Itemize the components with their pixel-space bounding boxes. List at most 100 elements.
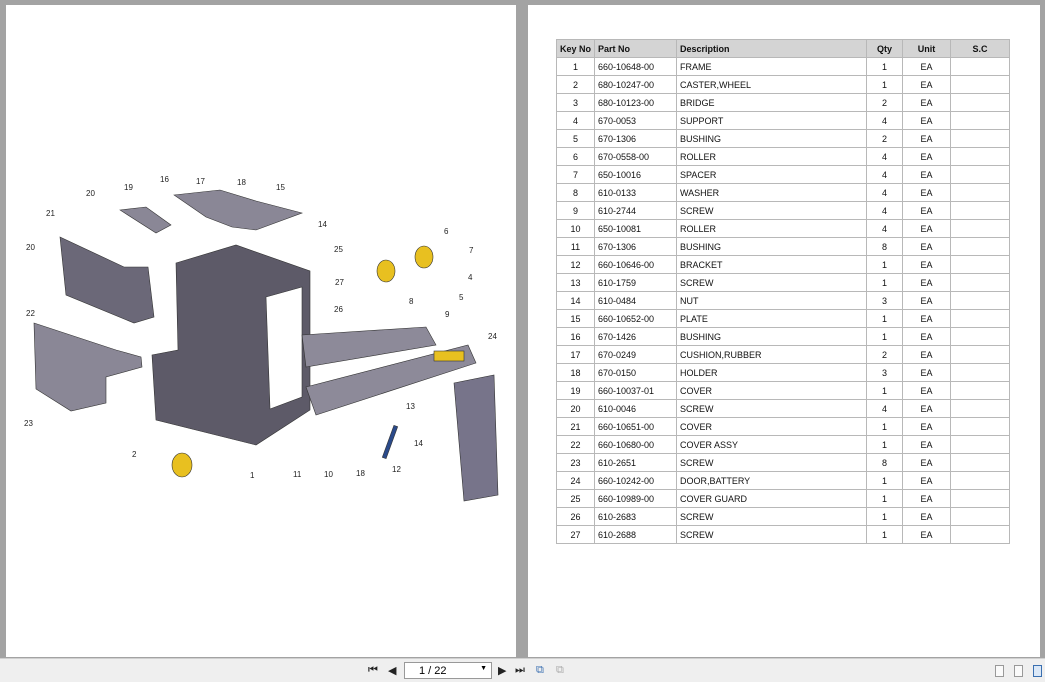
description-cell: BUSHING xyxy=(676,129,867,148)
chevron-down-icon[interactable]: ▼ xyxy=(480,665,487,672)
col-part-no: Part No xyxy=(594,39,677,58)
callout: 14 xyxy=(318,220,327,229)
sc-cell xyxy=(950,453,1010,472)
callout: 1 xyxy=(250,471,255,480)
page-number-value: 1 / 22 xyxy=(419,665,447,677)
callout: 11 xyxy=(293,470,302,479)
sc-cell xyxy=(950,291,1010,310)
key-no-cell: 11 xyxy=(556,237,595,256)
qty-cell: 3 xyxy=(866,291,903,310)
callout: 22 xyxy=(26,309,35,318)
previous-page-button[interactable]: ◀ xyxy=(388,665,397,677)
callout: 8 xyxy=(409,297,414,306)
sc-cell xyxy=(950,255,1010,274)
description-cell: SCREW xyxy=(676,201,867,220)
description-cell: SCREW xyxy=(676,273,867,292)
key-no-cell: 12 xyxy=(556,255,595,274)
qty-cell: 1 xyxy=(866,525,903,544)
key-no-cell: 17 xyxy=(556,345,595,364)
part-no-cell: 660-10652-00 xyxy=(594,309,677,328)
part-no-cell: 660-10646-00 xyxy=(594,255,677,274)
sc-cell xyxy=(950,273,1010,292)
sc-cell xyxy=(950,111,1010,130)
description-cell: NUT xyxy=(676,291,867,310)
description-cell: SCREW xyxy=(676,525,867,544)
callout: 17 xyxy=(196,177,205,186)
sc-cell xyxy=(950,201,1010,220)
key-no-cell: 3 xyxy=(556,93,595,112)
unit-cell: EA xyxy=(902,93,951,112)
qty-cell: 2 xyxy=(866,345,903,364)
description-cell: FRAME xyxy=(676,57,867,76)
sc-cell xyxy=(950,57,1010,76)
callout: 19 xyxy=(124,183,133,192)
part-no-cell: 610-2651 xyxy=(594,453,677,472)
description-cell: BRACKET xyxy=(676,255,867,274)
plate-15-part xyxy=(173,189,303,231)
callout: 26 xyxy=(334,305,343,314)
key-no-cell: 13 xyxy=(556,273,595,292)
description-cell: COVER GUARD xyxy=(676,489,867,508)
part-no-cell: 680-10123-00 xyxy=(594,93,677,112)
description-cell: HOLDER xyxy=(676,363,867,382)
callout: 23 xyxy=(24,419,33,428)
part-no-cell: 670-0558-00 xyxy=(594,147,677,166)
description-cell: SCREW xyxy=(676,399,867,418)
callout: 5 xyxy=(459,293,464,302)
parts-list-page: Key No Part No Description Qty Unit S.C … xyxy=(528,5,1040,657)
qty-cell: 4 xyxy=(866,147,903,166)
unit-cell: EA xyxy=(902,165,951,184)
rotate-icon[interactable]: ⧉ xyxy=(536,664,544,676)
col-key-no: Key No xyxy=(556,39,595,58)
callout: 16 xyxy=(160,175,169,184)
unit-cell: EA xyxy=(902,255,951,274)
description-cell: SUPPORT xyxy=(676,111,867,130)
sc-cell xyxy=(950,219,1010,238)
key-no-cell: 19 xyxy=(556,381,595,400)
qty-cell: 8 xyxy=(866,237,903,256)
callout: 25 xyxy=(334,245,343,254)
two-page-view-icon[interactable] xyxy=(1033,665,1042,677)
qty-cell: 2 xyxy=(866,129,903,148)
unit-cell: EA xyxy=(902,201,951,220)
single-page-view-icon[interactable] xyxy=(995,665,1004,677)
sc-cell xyxy=(950,309,1010,328)
first-page-button[interactable]: ⏮ xyxy=(368,664,378,676)
sc-cell xyxy=(950,525,1010,544)
unit-cell: EA xyxy=(902,111,951,130)
page-number-input[interactable]: 1 / 22 ▼ xyxy=(404,662,492,679)
exploded-parts-diagram: 20 19 16 17 18 15 21 14 20 25 6 7 27 4 2… xyxy=(24,175,499,502)
callout: 14 xyxy=(414,439,423,448)
part-no-cell: 660-10037-01 xyxy=(594,381,677,400)
unit-cell: EA xyxy=(902,327,951,346)
sc-cell xyxy=(950,507,1010,526)
battery-door-part xyxy=(453,374,499,502)
description-cell: CUSHION,RUBBER xyxy=(676,345,867,364)
copy-icon[interactable]: ⧉ xyxy=(556,664,564,676)
sc-cell xyxy=(950,75,1010,94)
callout: 12 xyxy=(392,465,401,474)
fork-upper xyxy=(301,326,437,368)
description-cell: SCREW xyxy=(676,453,867,472)
next-page-button[interactable]: ▶ xyxy=(498,665,507,677)
key-no-cell: 24 xyxy=(556,471,595,490)
last-page-button[interactable]: ⏭ xyxy=(515,664,525,676)
callout: 6 xyxy=(444,227,449,236)
unit-cell: EA xyxy=(902,183,951,202)
continuous-view-icon[interactable] xyxy=(1014,665,1023,677)
callout: 20 xyxy=(86,189,95,198)
unit-cell: EA xyxy=(902,291,951,310)
sc-cell xyxy=(950,93,1010,112)
part-no-cell: 610-2744 xyxy=(594,201,677,220)
key-no-cell: 9 xyxy=(556,201,595,220)
